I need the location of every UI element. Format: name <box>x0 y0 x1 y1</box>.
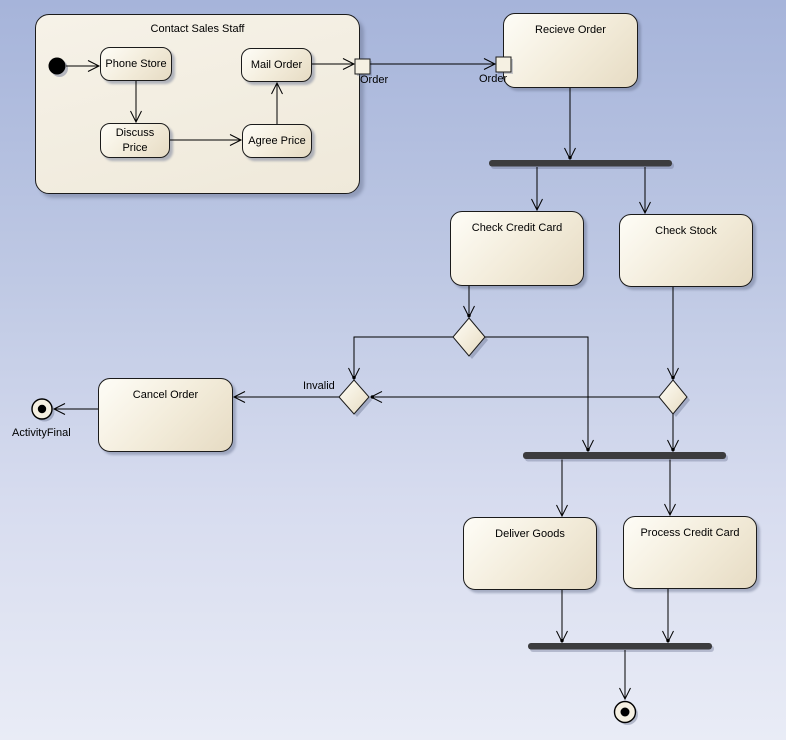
initial-node[interactable] <box>48 57 66 75</box>
merge-diamond-invalid[interactable] <box>338 379 370 415</box>
connector-decision-to-invalid-merge[interactable] <box>348 336 453 381</box>
activity-process-credit-card[interactable]: Process Credit Card <box>623 516 757 589</box>
connector-decision-to-join[interactable] <box>485 336 594 453</box>
activity-check-credit-card[interactable]: Check Credit Card <box>450 211 584 286</box>
composite-activity-contact-sales-staff[interactable]: Contact Sales Staff <box>35 14 360 194</box>
join-bar[interactable] <box>528 643 712 650</box>
activity-final-node[interactable] <box>31 398 53 420</box>
entry-port-label: Order <box>479 73 508 85</box>
activity-deliver-goods[interactable]: Deliver Goods <box>463 517 597 590</box>
activity-check-stock[interactable]: Check Stock <box>619 214 753 287</box>
activity-label: Agree Price <box>248 134 306 147</box>
guard-invalid-label: Invalid <box>303 380 335 392</box>
activity-label: Check Credit Card <box>471 222 563 234</box>
activity-discuss-price[interactable]: Discuss Price <box>100 123 170 158</box>
activity-label: Recieve Order <box>535 24 606 36</box>
composite-title: Contact Sales Staff <box>150 23 245 35</box>
final-node[interactable] <box>613 700 637 724</box>
activity-agree-price[interactable]: Agree Price <box>242 124 312 158</box>
decision-diamond-stock[interactable] <box>658 379 688 415</box>
activity-label: Process Credit Card <box>640 527 740 539</box>
fork-bar[interactable] <box>489 160 672 167</box>
decision-diamond-credit[interactable] <box>452 317 486 357</box>
exit-port[interactable] <box>354 58 371 75</box>
activity-cancel-order[interactable]: Cancel Order <box>98 378 233 452</box>
activity-label: Check Stock <box>655 225 717 237</box>
activity-recieve-order[interactable]: Recieve Order <box>503 13 638 88</box>
activity-label-line2: Price <box>122 141 148 154</box>
activity-label-line1: Discuss <box>115 126 155 139</box>
activity-label: Phone Store <box>105 57 167 70</box>
activity-label: Cancel Order <box>132 389 199 401</box>
exit-port-label: Order <box>360 74 389 86</box>
activity-final-label: ActivityFinal <box>12 427 71 439</box>
entry-port[interactable] <box>495 56 512 73</box>
activity-mail-order[interactable]: Mail Order <box>241 48 312 82</box>
join-fork-bar[interactable] <box>523 452 726 459</box>
activity-label: Mail Order <box>250 58 303 71</box>
activity-phone-store[interactable]: Phone Store <box>100 47 172 81</box>
activity-label: Deliver Goods <box>495 528 565 540</box>
